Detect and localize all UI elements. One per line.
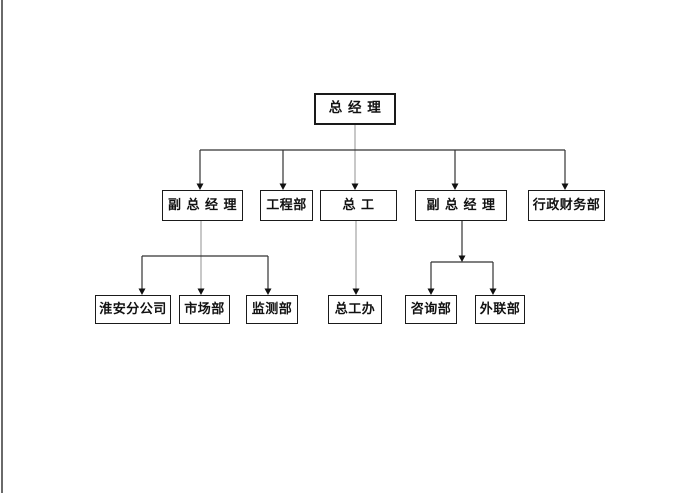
arrowhead-down-icon [561,183,569,190]
arrowhead-down-icon [352,288,360,295]
org-node-deputy-gm-2: 副 总 经 理 [415,190,507,221]
page-edge-line [1,0,3,493]
arrowhead-down-icon [458,255,466,262]
org-node-deputy-gm-1: 副 总 经 理 [162,190,243,221]
org-node-market-dept: 市场部 [179,295,230,324]
org-node-huaian-branch: 淮安分公司 [95,295,171,324]
arrowhead-down-icon [196,183,204,190]
arrowhead-down-icon [279,183,287,190]
org-node-chief-engineer: 总 工 [320,190,397,221]
arrowhead-down-icon [138,288,146,295]
org-node-engineering-dept: 工程部 [260,190,313,221]
org-node-admin-finance-dept: 行政财务部 [528,190,605,221]
org-node-general-manager: 总 经 理 [314,93,396,125]
arrowhead-down-icon [197,288,205,295]
arrowhead-down-icon [451,183,459,190]
org-node-monitoring-dept: 监测部 [246,295,298,324]
arrowhead-down-icon [427,288,435,295]
org-node-chief-engineer-office: 总工办 [328,295,382,324]
arrowhead-down-icon [489,288,497,295]
org-node-external-relations-dept: 外联部 [475,295,525,324]
org-node-consulting-dept: 咨询部 [405,295,457,324]
arrowhead-down-icon [264,288,272,295]
arrowhead-down-icon [351,183,359,190]
